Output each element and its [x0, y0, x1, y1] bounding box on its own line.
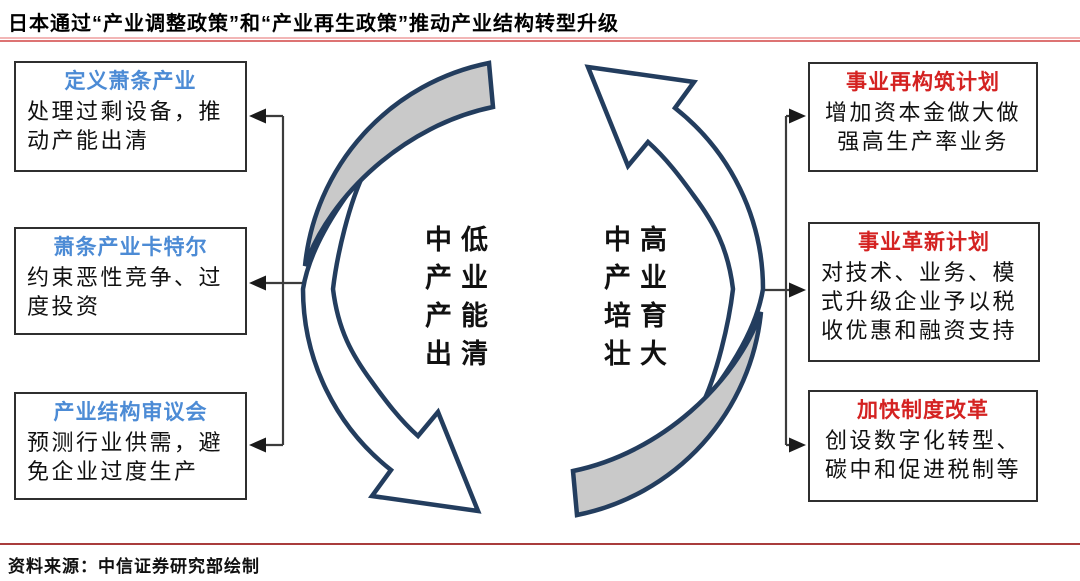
title-separator-dark [0, 40, 1080, 42]
box-body: 对技术、业务、模式升级企业予以税收优惠和融资支持 [821, 260, 1018, 343]
right-connector [758, 114, 790, 447]
source-note: 资料来源：中信证券研究部绘制 [8, 557, 260, 576]
left-connector [266, 114, 307, 447]
footer-separator [0, 543, 1080, 545]
box-define-depressed-industries: 定义萧条产业 处理过剩设备，推动产能出清 [14, 61, 247, 172]
connector-arrowheads [249, 108, 806, 453]
box-depressed-industry-cartel: 萧条产业卡特尔 约束恶性竞争、过度投资 [14, 227, 247, 335]
box-header: 萧条产业卡特尔 [53, 236, 208, 259]
box-body: 处理过剩设备，推动产能出清 [27, 99, 224, 153]
box-body: 创设数字化转型、碳中和促进税制等 [824, 428, 1021, 482]
box-business-reconstruction-plan: 事业再构筑计划 增加资本金做大做强高生产率业务 [808, 62, 1038, 172]
arrowhead-right-top-icon [789, 108, 806, 124]
arrowhead-right-middle-icon [789, 282, 806, 298]
box-header: 事业再构筑计划 [846, 71, 1000, 94]
cycle-arrows [300, 60, 766, 518]
title-separator-light [0, 37, 1080, 39]
cycle-label-grow-high-industries: 中高 产业 培育 壮大 [604, 225, 676, 369]
figure-title: 日本通过“产业调整政策”和“产业再生政策”推动产业结构转型升级 [8, 13, 619, 35]
box-header: 加快制度改革 [857, 399, 989, 422]
box-header: 事业革新计划 [858, 231, 990, 254]
box-header: 产业结构审议会 [53, 401, 208, 424]
connector-lines [266, 114, 790, 447]
box-body: 增加资本金做大做强高生产率业务 [824, 100, 1021, 154]
arrowhead-left-middle-icon [249, 275, 266, 291]
box-accelerate-institutional-reform: 加快制度改革 创设数字化转型、碳中和促进税制等 [808, 390, 1038, 502]
arrowhead-right-bottom-icon [789, 437, 806, 453]
box-business-innovation-plan: 事业革新计划 对技术、业务、模式升级企业予以税收优惠和融资支持 [808, 222, 1040, 362]
box-industrial-structure-council: 产业结构审议会 预测行业供需，避免企业过度生产 [14, 392, 247, 500]
box-header: 定义萧条产业 [64, 70, 197, 93]
box-body: 约束恶性竞争、过度投资 [27, 265, 224, 319]
arrowhead-left-top-icon [249, 108, 266, 124]
box-body: 预测行业供需，避免企业过度生产 [27, 430, 224, 484]
arrowhead-left-bottom-icon [249, 437, 266, 453]
cycle-label-clear-low-capacity: 中低 产业 产能 出清 [425, 225, 497, 369]
